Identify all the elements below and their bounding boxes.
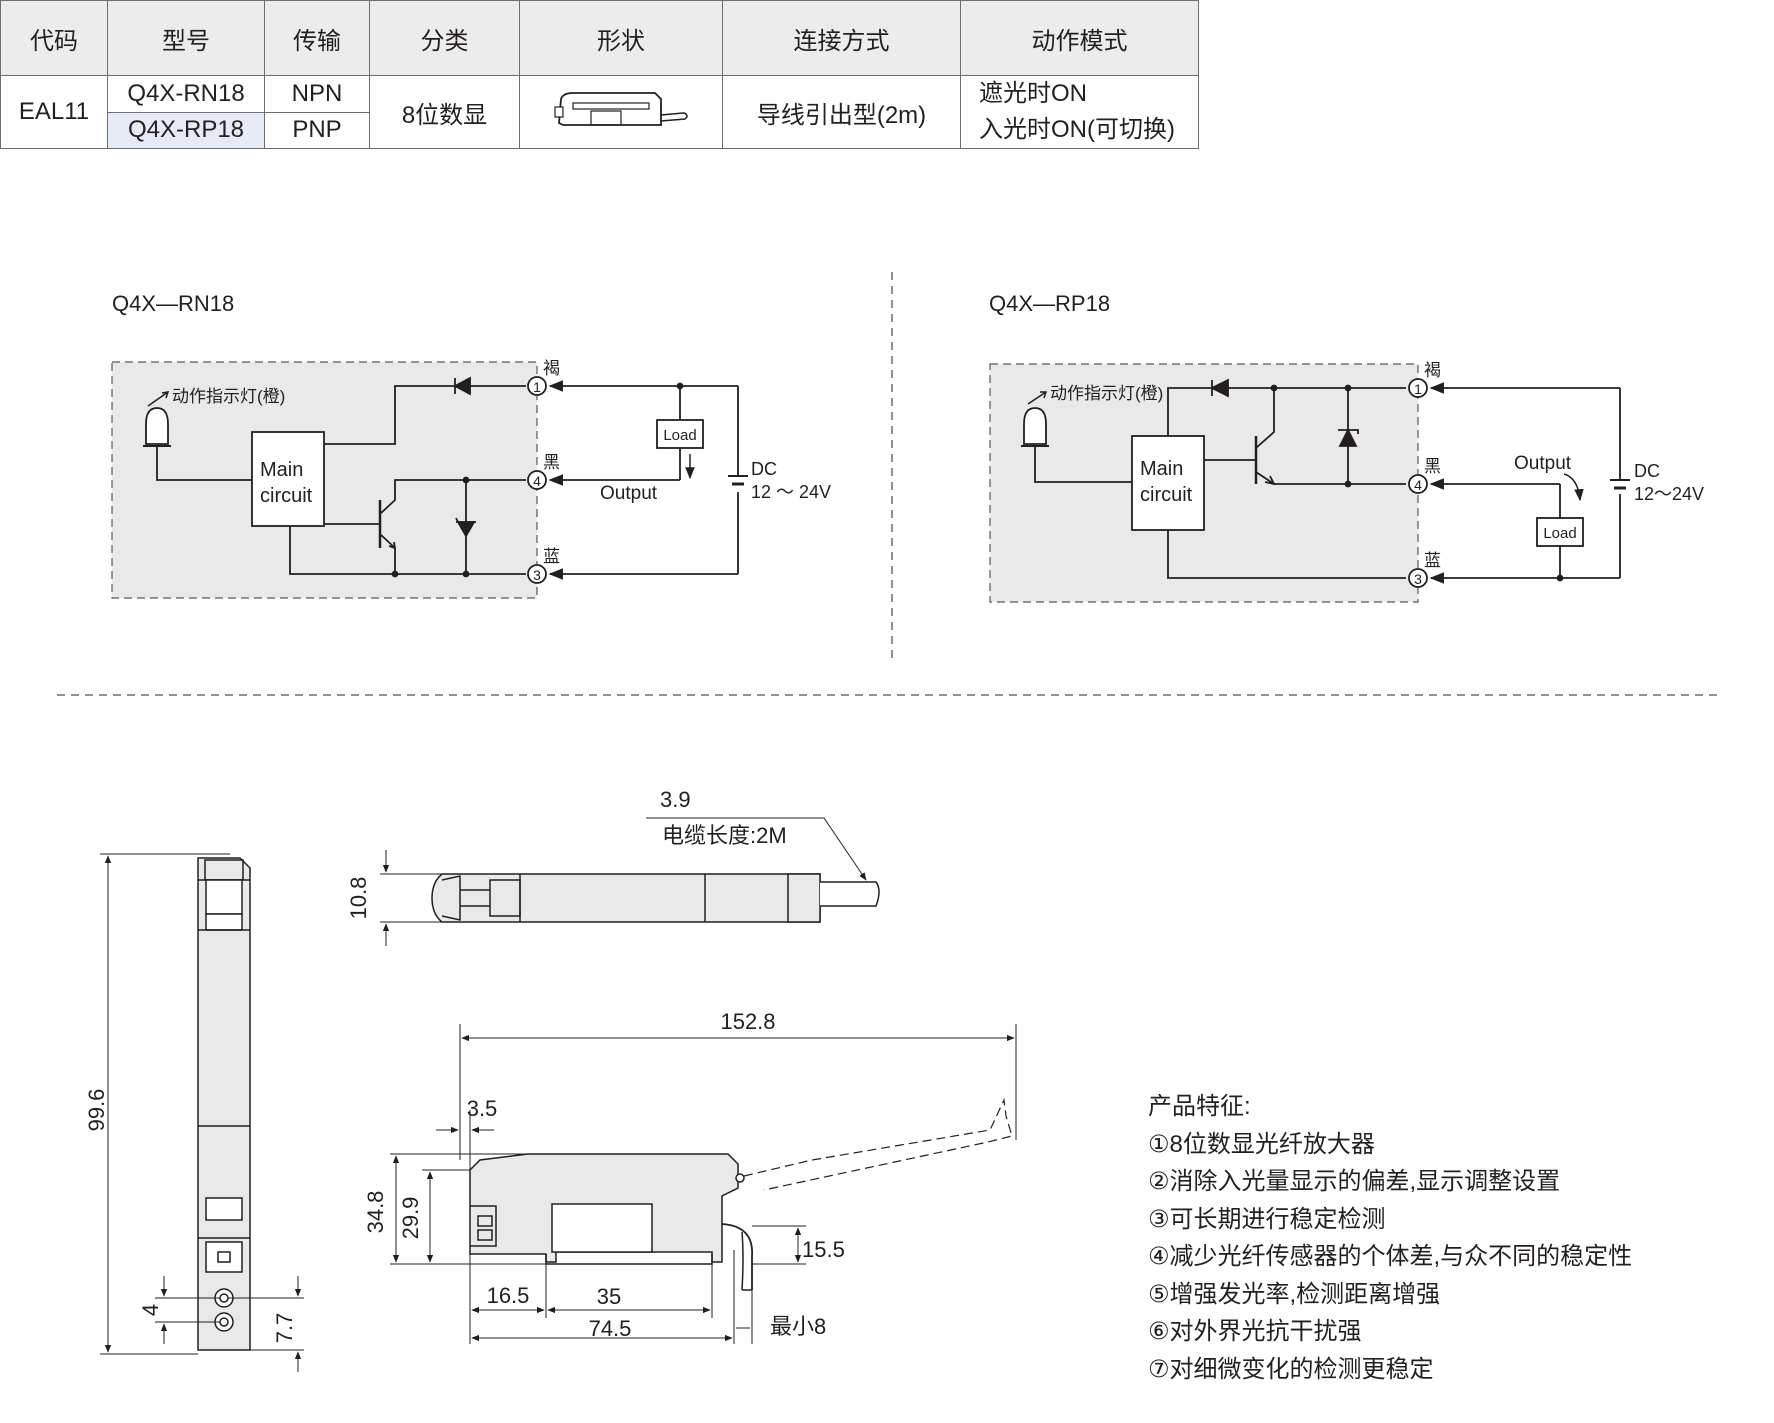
dim-cable-dia: 3.9 — [660, 787, 691, 812]
list-item: ⑦对细微变化的检测更稳定 — [1148, 1355, 1434, 1383]
front-view: 152.8 3.5 34.8 29.9 15.5 16.5 35 74.5 最小… — [363, 1009, 1017, 1344]
npn-voltage-label: 12 ～ 24V — [751, 482, 831, 502]
pnp-led-icon — [1023, 407, 1047, 445]
cell-shape — [519, 75, 723, 149]
pnp-main-label-1: Main — [1140, 458, 1183, 480]
dim-cable-length: 电缆长度:2M — [662, 823, 787, 848]
header-connection: 连接方式 — [722, 0, 961, 76]
dim-height-body: 29.9 — [398, 1197, 423, 1240]
table-header-row: 代码 型号 传输 分类 形状 连接方式 动作模式 — [0, 0, 1199, 76]
cell-mode: 遮光时ON 入光时ON(可切换) — [960, 75, 1199, 149]
npn-led-icon — [145, 407, 169, 445]
dim-body-length: 74.5 — [589, 1316, 632, 1341]
table-row: Q4X-RP18 PNP — [1, 111, 1199, 149]
dim-height-total: 34.8 — [363, 1191, 388, 1234]
pnp-voltage-label: 12～24V — [1634, 484, 1704, 504]
pnp-light-ray-icon — [1027, 391, 1048, 405]
list-item: ④减少光纤传感器的个体差,与众不同的稳定性 — [1148, 1243, 1633, 1270]
cell-output-pnp: PNP — [264, 111, 370, 149]
npn-indicator-label: 动作指示灯(橙) — [172, 387, 285, 406]
dim-side-height: 99.6 — [84, 1089, 109, 1132]
cell-connection: 导线引出型(2m) — [722, 75, 961, 149]
spec-table: 代码 型号 传输 分类 形状 连接方式 动作模式 EAL11 Q4X-RN18 … — [0, 0, 1199, 149]
list-item: ②消除入光量显示的偏差,显示调整设置 — [1148, 1168, 1561, 1195]
feature-title: 产品特征: — [1148, 1093, 1251, 1120]
pnp-load-box — [1536, 517, 1584, 547]
list-item: ③可长期进行稳定检测 — [1148, 1205, 1386, 1233]
amplifier-shape-icon — [554, 91, 688, 126]
npn-main-label-2: circuit — [260, 485, 313, 507]
pnp-wire-blue: 蓝 — [1424, 551, 1441, 570]
pnp-pin-3: 3 — [1414, 571, 1422, 587]
header-mode: 动作模式 — [960, 0, 1199, 76]
list-item: ⑤增强发光率,检测距离增强 — [1148, 1280, 1441, 1308]
npn-dc-label: DC — [751, 459, 777, 479]
pnp-load-label: Load — [1543, 525, 1576, 542]
npn-output-label: Output — [600, 483, 658, 504]
npn-circuit: Q4X—RN18 动作指示灯(橙) Main circuit 1 4 3 褐 黑 — [111, 291, 831, 599]
pnp-main-label-2: circuit — [1140, 484, 1193, 506]
npn-light-ray-icon — [147, 391, 170, 407]
mode-line-2: 入光时ON(可切换) — [979, 116, 1175, 143]
dim-total-length: 152.8 — [720, 1009, 775, 1034]
cell-model-npn: Q4X-RN18 — [107, 75, 265, 113]
pnp-wire-black: 黑 — [1424, 457, 1441, 476]
pnp-wire-brown: 褐 — [1424, 361, 1441, 380]
list-item: ①8位数显光纤放大器 — [1148, 1130, 1375, 1158]
cell-model-pnp: Q4X-RP18 — [107, 111, 265, 149]
pnp-dc-label: DC — [1634, 461, 1660, 481]
pnp-indicator-label: 动作指示灯(橙) — [1050, 384, 1163, 403]
header-category: 分类 — [369, 0, 520, 76]
header-code: 代码 — [0, 0, 108, 76]
dim-hole-pitch: 4 — [138, 1304, 163, 1316]
top-view: 10.8 3.9 电缆长度:2M — [346, 787, 880, 946]
npn-load-label: Load — [663, 427, 696, 444]
table-row: EAL11 Q4X-RN18 NPN 8位数显 导线引出型(2m) 遮光时ON … — [0, 75, 1199, 149]
dim-cable-height: 15.5 — [802, 1237, 845, 1262]
npn-load-box — [656, 419, 704, 449]
header-transmission: 传输 — [264, 0, 370, 76]
side-view: 99.6 4 7.7 — [84, 853, 304, 1372]
list-item: ⑥对外界光抗干扰强 — [1148, 1318, 1362, 1345]
npn-main-circuit-box — [251, 431, 325, 527]
npn-pin-4: 4 — [533, 473, 541, 489]
mode-line-1: 遮光时ON — [979, 80, 1087, 107]
npn-pin-3: 3 — [533, 567, 541, 583]
dim-hole-offset: 7.7 — [272, 1313, 297, 1344]
npn-title: Q4X—RN18 — [112, 291, 234, 316]
npn-wire-black: 黑 — [543, 453, 560, 472]
pnp-title: Q4X—RP18 — [989, 291, 1110, 316]
npn-main-label-1: Main — [260, 459, 303, 481]
npn-wire-brown: 褐 — [543, 359, 560, 378]
feature-list: 产品特征: ①8位数显光纤放大器 ②消除入光量显示的偏差,显示调整设置 ③可长期… — [1148, 1088, 1632, 1388]
pnp-circuit: Q4X—RP18 动作指示灯(橙) Main circuit 1 4 3 褐 黑… — [989, 291, 1704, 603]
npn-wire-blue: 蓝 — [543, 547, 560, 566]
dim-rail-width: 35 — [597, 1284, 621, 1309]
npn-pin-1: 1 — [533, 379, 541, 395]
dim-rail-offset: 16.5 — [487, 1283, 530, 1308]
pnp-zener-icon — [1338, 427, 1358, 447]
pnp-pin-1: 1 — [1414, 381, 1422, 397]
dim-front-offset: 3.5 — [467, 1096, 498, 1121]
cell-code: EAL11 — [0, 75, 108, 149]
pnp-pin-4: 4 — [1414, 477, 1422, 493]
dim-bend-radius: 最小8 — [770, 1314, 826, 1339]
header-shape: 形状 — [519, 0, 723, 76]
pnp-output-label: Output — [1514, 453, 1572, 474]
side-body — [197, 857, 251, 1351]
pnp-main-circuit-box — [1131, 435, 1205, 531]
dim-top-width: 10.8 — [346, 877, 371, 920]
